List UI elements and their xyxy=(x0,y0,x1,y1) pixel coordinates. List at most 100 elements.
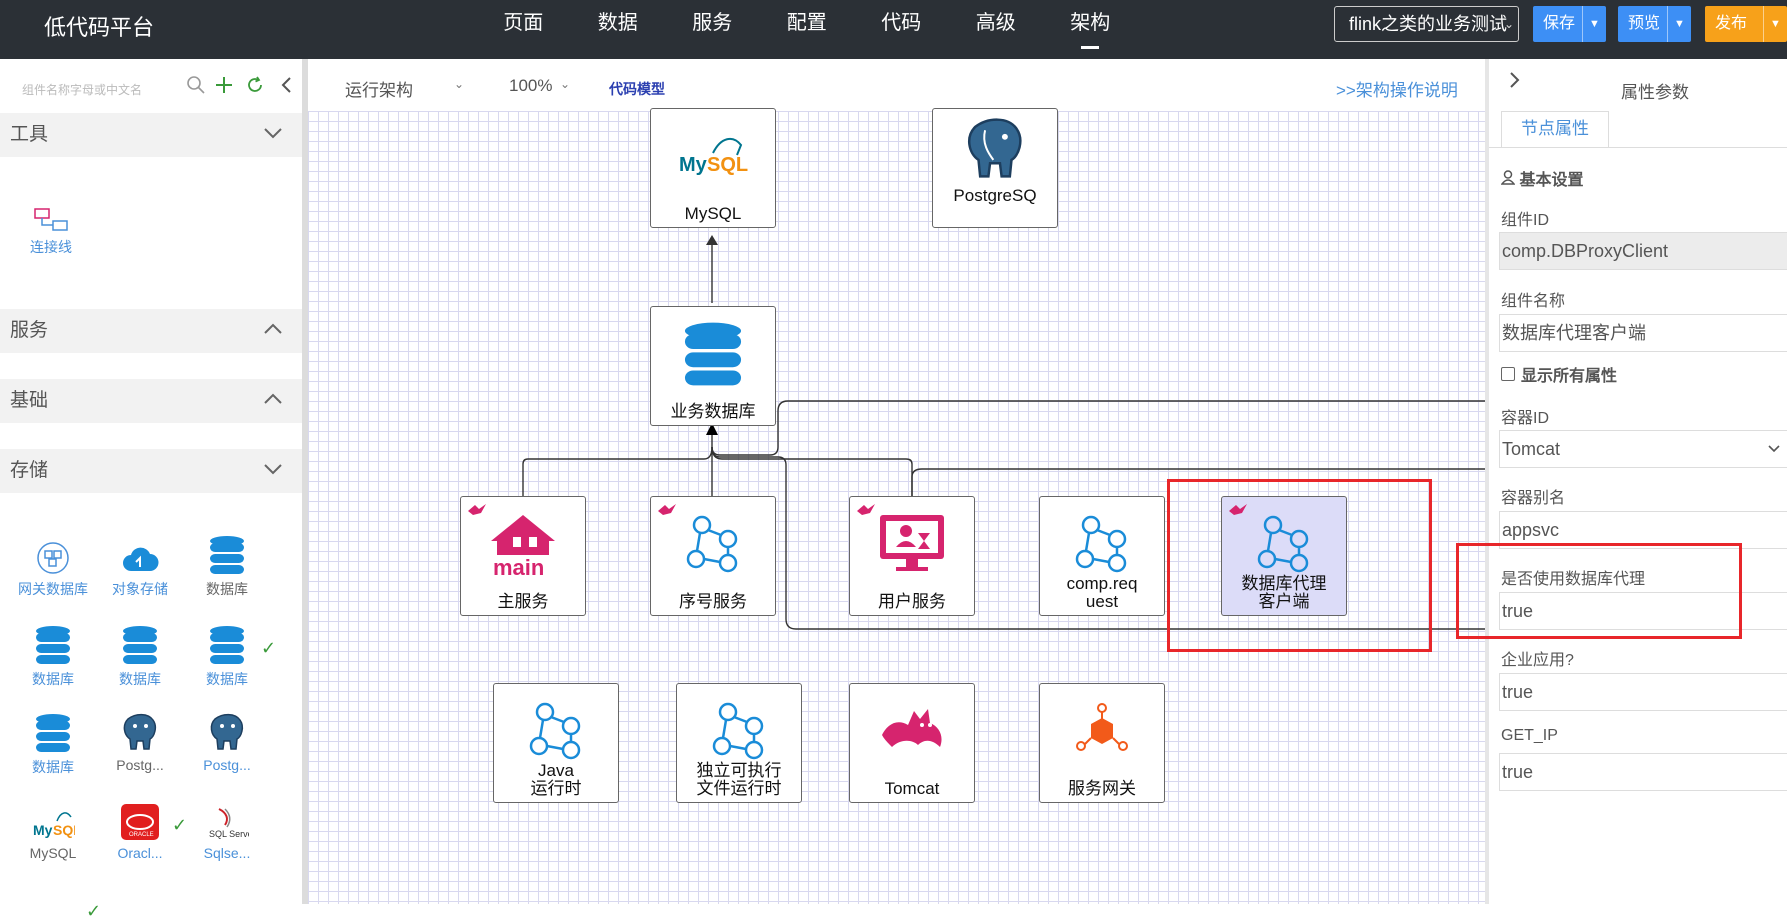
svg-text:SQL Server: SQL Server xyxy=(209,829,249,839)
palette-gateway-db[interactable]: 网关数据库 xyxy=(10,529,96,599)
zoom-select[interactable]: 100% xyxy=(509,76,553,95)
chevron-down-icon[interactable]: ⌄ xyxy=(454,77,465,91)
palette-mysql[interactable]: MySQL MySQL xyxy=(10,795,96,861)
database-icon xyxy=(10,619,96,665)
nav-architecture[interactable]: 架构 xyxy=(1043,0,1138,59)
add-icon[interactable] xyxy=(214,75,234,101)
properties-panel: 属性参数 节点属性 基本设置 组件ID comp.DBProxyClient 组… xyxy=(1485,59,1787,904)
database-icon xyxy=(184,529,270,575)
database-icon xyxy=(97,619,183,665)
palette-postgres[interactable]: Postg... xyxy=(184,707,270,773)
preview-dropdown-icon[interactable]: ▼ xyxy=(1667,6,1691,42)
component-search-input[interactable]: 组件名称字母或中文名 xyxy=(22,83,143,97)
container-alias-label: 容器别名 xyxy=(1501,490,1566,507)
node-java-runtime[interactable]: Java 运行时 xyxy=(493,683,619,803)
nav-data[interactable]: 数据 xyxy=(597,12,638,34)
palette-object-storage[interactable]: 对象存储 xyxy=(97,529,183,599)
palette-postgres[interactable]: Postg... xyxy=(97,707,183,773)
palette-database[interactable]: 数据库 xyxy=(97,619,183,689)
comp-id-label: 组件ID xyxy=(1501,212,1550,229)
nav-advanced[interactable]: 高级 xyxy=(975,12,1016,34)
node-business-db[interactable]: 业务数据库 xyxy=(650,306,776,426)
save-dropdown-icon[interactable]: ▼ xyxy=(1582,6,1606,42)
section-services[interactable]: 服务 xyxy=(0,309,302,353)
nav-code[interactable]: 代码 xyxy=(881,12,922,34)
section-services-label: 服务 xyxy=(10,320,49,341)
palette-label: Oracl... xyxy=(117,845,163,861)
main-house-icon: main xyxy=(461,509,585,579)
node-label: 用户服务 xyxy=(878,592,946,611)
container-alias-field[interactable]: appsvc xyxy=(1499,511,1787,549)
node-tomcat[interactable]: Tomcat xyxy=(849,683,975,803)
node-label: Tomcat xyxy=(884,779,940,798)
collapse-right-icon[interactable] xyxy=(1509,71,1521,95)
highlight-box xyxy=(1167,479,1432,652)
edge-layer xyxy=(522,235,1485,630)
database-icon xyxy=(10,707,96,753)
postgres-icon xyxy=(97,707,183,753)
palette-label: 数据库 xyxy=(32,759,74,775)
node-label: 主服务 xyxy=(497,592,549,611)
view-select[interactable]: 运行架构 xyxy=(345,81,413,100)
get-ip-field[interactable]: true xyxy=(1499,753,1787,791)
palette-database[interactable]: 数据库 xyxy=(10,619,96,689)
node-label: 数据库代理 客户端 xyxy=(1241,574,1327,611)
node-service-gateway[interactable]: 服务网关 xyxy=(1039,683,1165,803)
node-comp-request[interactable]: comp.req uest xyxy=(1039,496,1165,616)
chevron-down-icon[interactable]: ⌄ xyxy=(560,77,571,91)
search-icon[interactable] xyxy=(186,75,206,101)
code-model-link[interactable]: 代码模型 xyxy=(609,81,665,97)
architecture-help-link[interactable]: >>架构操作说明 xyxy=(1336,81,1458,100)
palette-database[interactable]: 数据库 xyxy=(184,529,270,599)
service-bird-icon xyxy=(657,503,677,522)
enterprise-app-field[interactable]: true xyxy=(1499,673,1787,711)
arrow-head xyxy=(706,235,718,245)
project-select[interactable]: flink之类的业务测试 ⌄ xyxy=(1334,6,1519,42)
node-standalone-runtime[interactable]: 独立可执行 文件运行时 xyxy=(676,683,802,803)
node-main-service[interactable]: main 主服务 xyxy=(460,496,586,616)
section-tools[interactable]: 工具 xyxy=(0,113,302,157)
svg-text:main: main xyxy=(493,555,544,577)
postgres-icon xyxy=(184,707,270,753)
palette-database[interactable]: 数据库 xyxy=(184,619,270,689)
show-all-properties-checkbox[interactable]: 显示所有属性 xyxy=(1501,362,1617,386)
service-bird-icon xyxy=(467,503,487,522)
basic-settings-heading: 基本设置 xyxy=(1500,166,1583,190)
nav-service[interactable]: 服务 xyxy=(692,12,733,34)
refresh-icon[interactable] xyxy=(245,75,265,101)
comp-name-field[interactable]: 数据库代理客户端 xyxy=(1499,314,1787,352)
palette-sqlserver[interactable]: SQL Server Sqlse... xyxy=(184,795,270,861)
node-label: MySQL xyxy=(684,204,742,223)
nav-config[interactable]: 配置 xyxy=(786,12,827,34)
container-id-select[interactable]: Tomcat xyxy=(1499,430,1787,468)
node-label: Java 运行时 xyxy=(530,761,582,798)
node-user-service[interactable]: 用户服务 xyxy=(849,496,975,616)
section-basic[interactable]: 基础 xyxy=(0,379,302,423)
service-node-icon xyxy=(494,696,618,766)
tab-node-properties[interactable]: 节点属性 xyxy=(1501,111,1609,147)
checked-icon: ✓ xyxy=(172,815,188,835)
palette-label: Sqlse... xyxy=(203,845,251,861)
svg-text:My: My xyxy=(33,822,53,838)
preview-button[interactable]: 预览 ▼ xyxy=(1618,6,1691,42)
nav-page[interactable]: 页面 xyxy=(503,12,544,34)
palette-connector[interactable]: 连接线 xyxy=(8,187,94,257)
palette-oracle[interactable]: ORACLE Oracl... xyxy=(97,795,183,861)
chevron-down-icon xyxy=(264,113,282,157)
node-db-proxy-client[interactable]: 数据库代理 客户端 xyxy=(1221,496,1347,616)
node-label: 序号服务 xyxy=(679,592,747,611)
palette-database[interactable]: 数据库 xyxy=(10,707,96,777)
oracle-icon: ORACLE xyxy=(97,795,183,841)
node-postgres[interactable]: PostgreSQ xyxy=(932,108,1058,228)
tomcat-icon xyxy=(850,696,974,766)
collapse-left-icon[interactable] xyxy=(280,75,294,101)
checkbox-box[interactable] xyxy=(1501,367,1515,381)
section-storage[interactable]: 存储 xyxy=(0,449,302,493)
save-button[interactable]: 保存 ▼ xyxy=(1533,6,1606,42)
publish-dropdown-icon[interactable]: ▼ xyxy=(1763,6,1787,42)
cloud-storage-icon xyxy=(97,529,183,575)
node-sequence-service[interactable]: 序号服务 xyxy=(650,496,776,616)
publish-button[interactable]: 发布 ▼ xyxy=(1705,6,1787,42)
